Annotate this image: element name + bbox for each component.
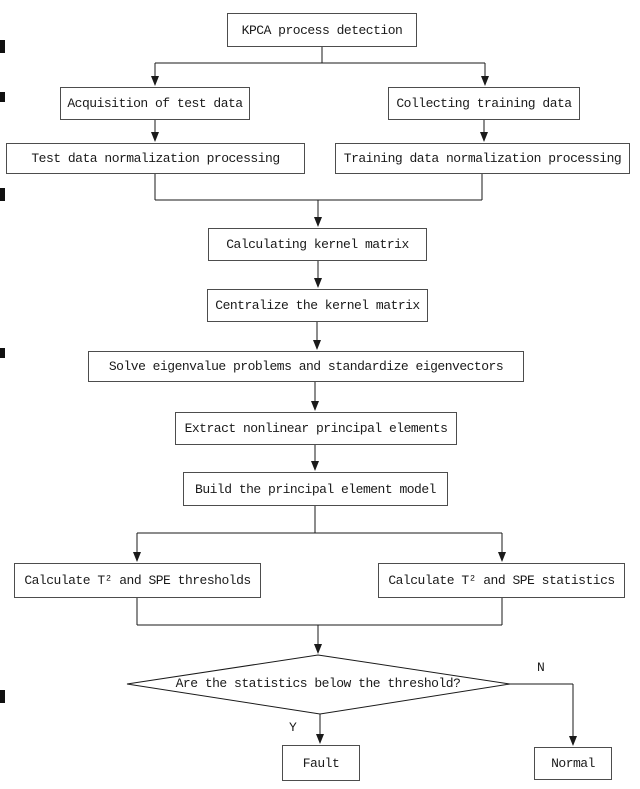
node-normal: Normal <box>534 747 612 780</box>
node-acquisition-test-data: Acquisition of test data <box>60 87 250 120</box>
branch-label-yes: Y <box>289 720 297 735</box>
branch-label-no: N <box>537 660 545 675</box>
node-solve-eigenvalue-problems: Solve eigenvalue problems and standardiz… <box>88 351 524 382</box>
scan-artifact <box>0 188 5 201</box>
node-fault: Fault <box>282 745 360 781</box>
connector-arrow-segments <box>133 63 577 746</box>
scan-artifact <box>0 348 5 358</box>
node-calculate-t2-spe-statistics: Calculate T² and SPE statistics <box>378 563 625 598</box>
node-collecting-training-data: Collecting training data <box>388 87 580 120</box>
node-calculating-kernel-matrix: Calculating kernel matrix <box>208 228 427 261</box>
decision-diamond <box>126 654 511 715</box>
node-kpca-process-detection: KPCA process detection <box>227 13 417 47</box>
scan-artifact <box>0 92 5 102</box>
decision-label: Are the statistics below the threshold? <box>175 676 461 691</box>
node-build-principal-element-model: Build the principal element model <box>183 472 448 506</box>
node-centralize-kernel-matrix: Centralize the kernel matrix <box>207 289 428 322</box>
scan-artifact <box>0 690 5 703</box>
node-extract-nonlinear-principal-elements: Extract nonlinear principal elements <box>175 412 457 445</box>
node-calculate-t2-spe-thresholds: Calculate T² and SPE thresholds <box>14 563 261 598</box>
scan-artifact <box>0 40 5 53</box>
node-test-data-normalization: Test data normalization processing <box>6 143 305 174</box>
node-training-data-normalization: Training data normalization processing <box>335 143 630 174</box>
